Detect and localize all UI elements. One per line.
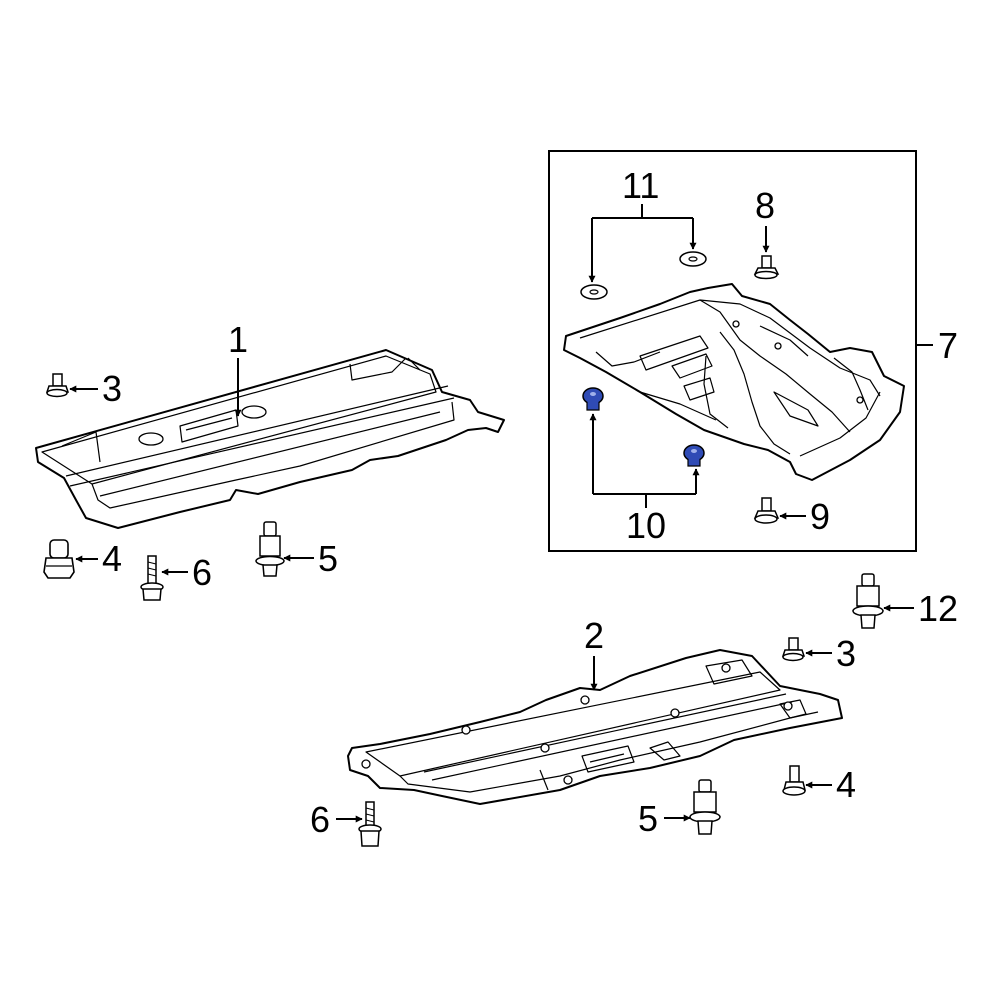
callout-6-lower: 6	[310, 799, 330, 840]
bolt-part-8[interactable]	[753, 255, 780, 280]
callout-4-upper: 4	[102, 538, 122, 579]
splash-shield-part-1[interactable]	[35, 349, 505, 529]
clip-part-10a[interactable]	[582, 387, 604, 411]
bolt-part-9[interactable]	[753, 497, 780, 524]
callout-10: 10	[626, 505, 666, 546]
nut-part-4-upper[interactable]	[43, 539, 75, 579]
callout-3-upper: 3	[102, 368, 122, 409]
clip-part-5-lower[interactable]	[689, 779, 721, 835]
leader-11	[588, 204, 697, 283]
washer-part-11a[interactable]	[580, 284, 608, 300]
bolt-part-6-lower[interactable]	[358, 801, 382, 847]
clip-part-5-upper[interactable]	[255, 521, 285, 577]
callout-7: 7	[938, 325, 958, 366]
callout-5-upper: 5	[318, 538, 338, 579]
leader-10	[589, 413, 700, 508]
clip-part-10b[interactable]	[683, 444, 705, 467]
callout-9: 9	[810, 496, 830, 537]
bolt-part-4-lower[interactable]	[782, 765, 806, 796]
callout-5-lower: 5	[638, 798, 658, 839]
callout-1: 1	[228, 319, 248, 360]
splash-shield-part-2[interactable]	[347, 649, 843, 805]
assembly-box	[548, 150, 917, 552]
callout-2: 2	[584, 615, 604, 656]
engine-under-cover-part-7[interactable]	[563, 283, 905, 481]
callout-4-lower: 4	[836, 764, 856, 805]
washer-part-11b[interactable]	[679, 251, 707, 267]
callout-3-lower: 3	[836, 633, 856, 674]
bolt-part-3-upper[interactable]	[45, 373, 70, 398]
callout-8: 8	[755, 185, 775, 226]
callout-12: 12	[918, 588, 958, 629]
callout-6-upper: 6	[192, 552, 212, 593]
clip-part-12[interactable]	[852, 573, 884, 629]
bolt-part-6-upper[interactable]	[140, 555, 164, 601]
bolt-part-3-lower[interactable]	[781, 637, 806, 662]
callout-11: 11	[622, 165, 659, 206]
